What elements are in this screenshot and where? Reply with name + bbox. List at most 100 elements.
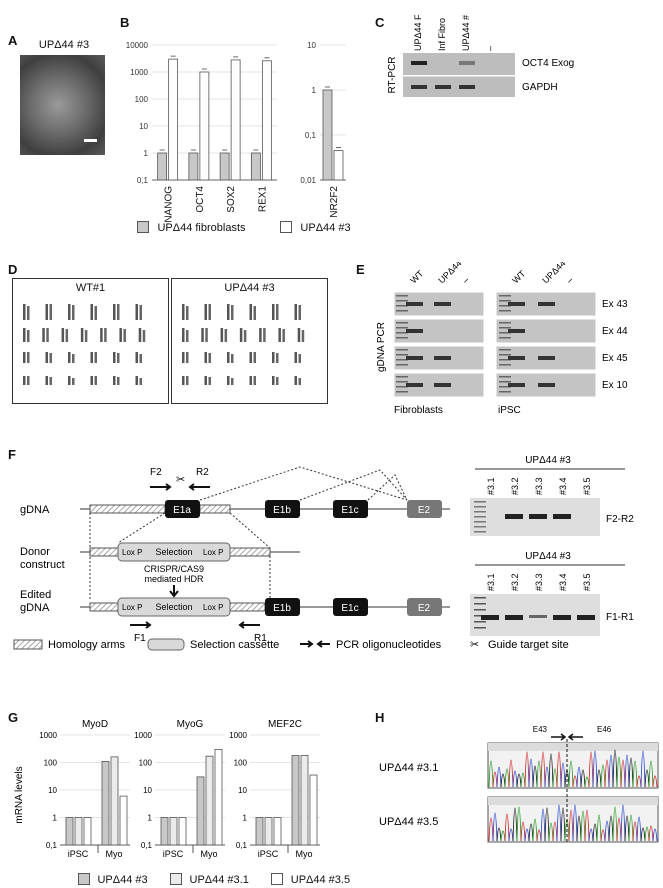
- crispr-label-2: mediated HDR: [144, 574, 204, 584]
- y-tick-label: 1000: [134, 731, 152, 740]
- chromosome: [139, 305, 142, 320]
- chromosome: [49, 304, 52, 320]
- panel-letter-e: E: [356, 262, 365, 277]
- trace-peak: [628, 814, 634, 842]
- trace-peak: [512, 770, 518, 788]
- ladder-band: [396, 349, 408, 351]
- junction-arrows-icon: [551, 733, 583, 741]
- chromosome: [205, 328, 208, 342]
- legend-scissors-icon: ✂: [470, 639, 479, 651]
- ladder-band: [396, 376, 408, 378]
- chromosome: [243, 330, 247, 342]
- trace-peak: [576, 766, 582, 788]
- chromosome: [123, 329, 126, 342]
- bar-mef2c-1-0: [291, 755, 300, 846]
- ladder-band: [396, 381, 408, 383]
- ladder-band: [474, 506, 486, 508]
- chromosome: [204, 304, 207, 320]
- y-tick-label: 100: [234, 759, 248, 768]
- exon-label-0: E1a: [173, 505, 191, 516]
- down-arrow-icon: [169, 585, 179, 598]
- ladder-band: [396, 359, 408, 361]
- legend-label-fibroblasts: UPΔ44 fibroblasts: [157, 222, 246, 234]
- y-tick-label: 0,1: [236, 841, 248, 850]
- lane-label-2: UPΔ44 #3: [461, 15, 471, 51]
- chromosome: [119, 328, 122, 342]
- legend-pcr-label: PCR oligonucleotides: [336, 639, 442, 651]
- trace-peak: [588, 751, 594, 788]
- exon-label-2: E1c: [341, 505, 358, 516]
- trace-peak: [544, 807, 550, 842]
- chromosome: [94, 376, 97, 385]
- legend-selection-label: Selection cassette: [190, 639, 279, 651]
- chromosome: [84, 330, 88, 342]
- bar-nanog-1: [168, 58, 179, 181]
- trace-peak: [584, 809, 590, 842]
- chromosome: [72, 305, 75, 320]
- trace-peak: [516, 806, 522, 842]
- x-tick-label-sox2: SOX2: [226, 186, 237, 213]
- homology-arm: [89, 504, 166, 514]
- exon-label-0: Ex 43: [602, 299, 628, 310]
- chromosome: [259, 328, 262, 342]
- trace-peak: [592, 750, 598, 788]
- ladder-band: [396, 327, 408, 329]
- trace-peak: [520, 821, 526, 842]
- bar-nr2f2-0: [322, 89, 333, 181]
- ladder-band: [499, 300, 511, 302]
- trace-peak: [572, 804, 578, 842]
- band: [538, 356, 555, 360]
- ladder-band: [396, 364, 408, 366]
- chromosome: [253, 376, 256, 385]
- ladder-band: [396, 354, 408, 356]
- trace-peak: [640, 827, 646, 842]
- chromosome: [182, 304, 185, 320]
- chart-title-0: MyoD: [82, 719, 108, 730]
- trace-peak: [632, 760, 638, 788]
- chromosome: [45, 376, 48, 385]
- chromosome: [139, 378, 142, 385]
- trace-peak: [612, 749, 618, 788]
- trace-peak: [492, 771, 498, 788]
- homology-arm: [229, 547, 271, 557]
- y-tick-label: 100: [44, 759, 58, 768]
- bar-mef2c-0-0: [255, 817, 264, 846]
- trace-peak: [528, 758, 534, 788]
- band: [406, 329, 423, 333]
- chromosome: [276, 353, 279, 363]
- y-tick-label: 10000: [126, 41, 149, 50]
- chromosome: [263, 328, 266, 342]
- bar-myog-1-0: [196, 776, 205, 846]
- lane-left-0: WT: [408, 268, 425, 285]
- chromosome: [27, 352, 30, 363]
- karyotype-up44-3: UPΔ44 #3: [171, 278, 328, 404]
- chromosome: [23, 328, 26, 342]
- edited-exon-label-2: E2: [418, 603, 431, 614]
- scissors-icon: ✂: [176, 474, 185, 486]
- y-tick-label: 10: [307, 41, 316, 50]
- y-tick-label: 1000: [130, 68, 148, 77]
- band-gapdh: [411, 85, 427, 89]
- y-axis-label: mRNA levels: [14, 766, 25, 823]
- ladder-band: [499, 386, 511, 388]
- y-tick-label: 1: [148, 814, 153, 823]
- selection-label-edited: Selection: [155, 602, 192, 612]
- y-tick-label: 10: [143, 786, 152, 795]
- trace-peak: [532, 765, 538, 788]
- panel-letter-h: H: [375, 710, 385, 725]
- trace-peak: [548, 822, 554, 842]
- row-label-gdna: gDNA: [20, 504, 50, 516]
- gel-label-f2-r2: F2-R2: [606, 514, 634, 525]
- trace-peak: [604, 759, 610, 788]
- trace-peak: [568, 760, 574, 788]
- chromosome: [186, 330, 189, 342]
- trace-peak: [648, 825, 654, 842]
- chromosome: [72, 378, 75, 385]
- clone-label-bottom-0: #3.1: [486, 573, 496, 591]
- gel-title-2: UPΔ44 #3: [525, 551, 571, 562]
- chromosome: [104, 328, 107, 342]
- lox-p-left-edited: Lox P: [122, 603, 142, 612]
- legend-homology-label: Homology arms: [48, 639, 126, 651]
- ladder-band: [499, 327, 511, 329]
